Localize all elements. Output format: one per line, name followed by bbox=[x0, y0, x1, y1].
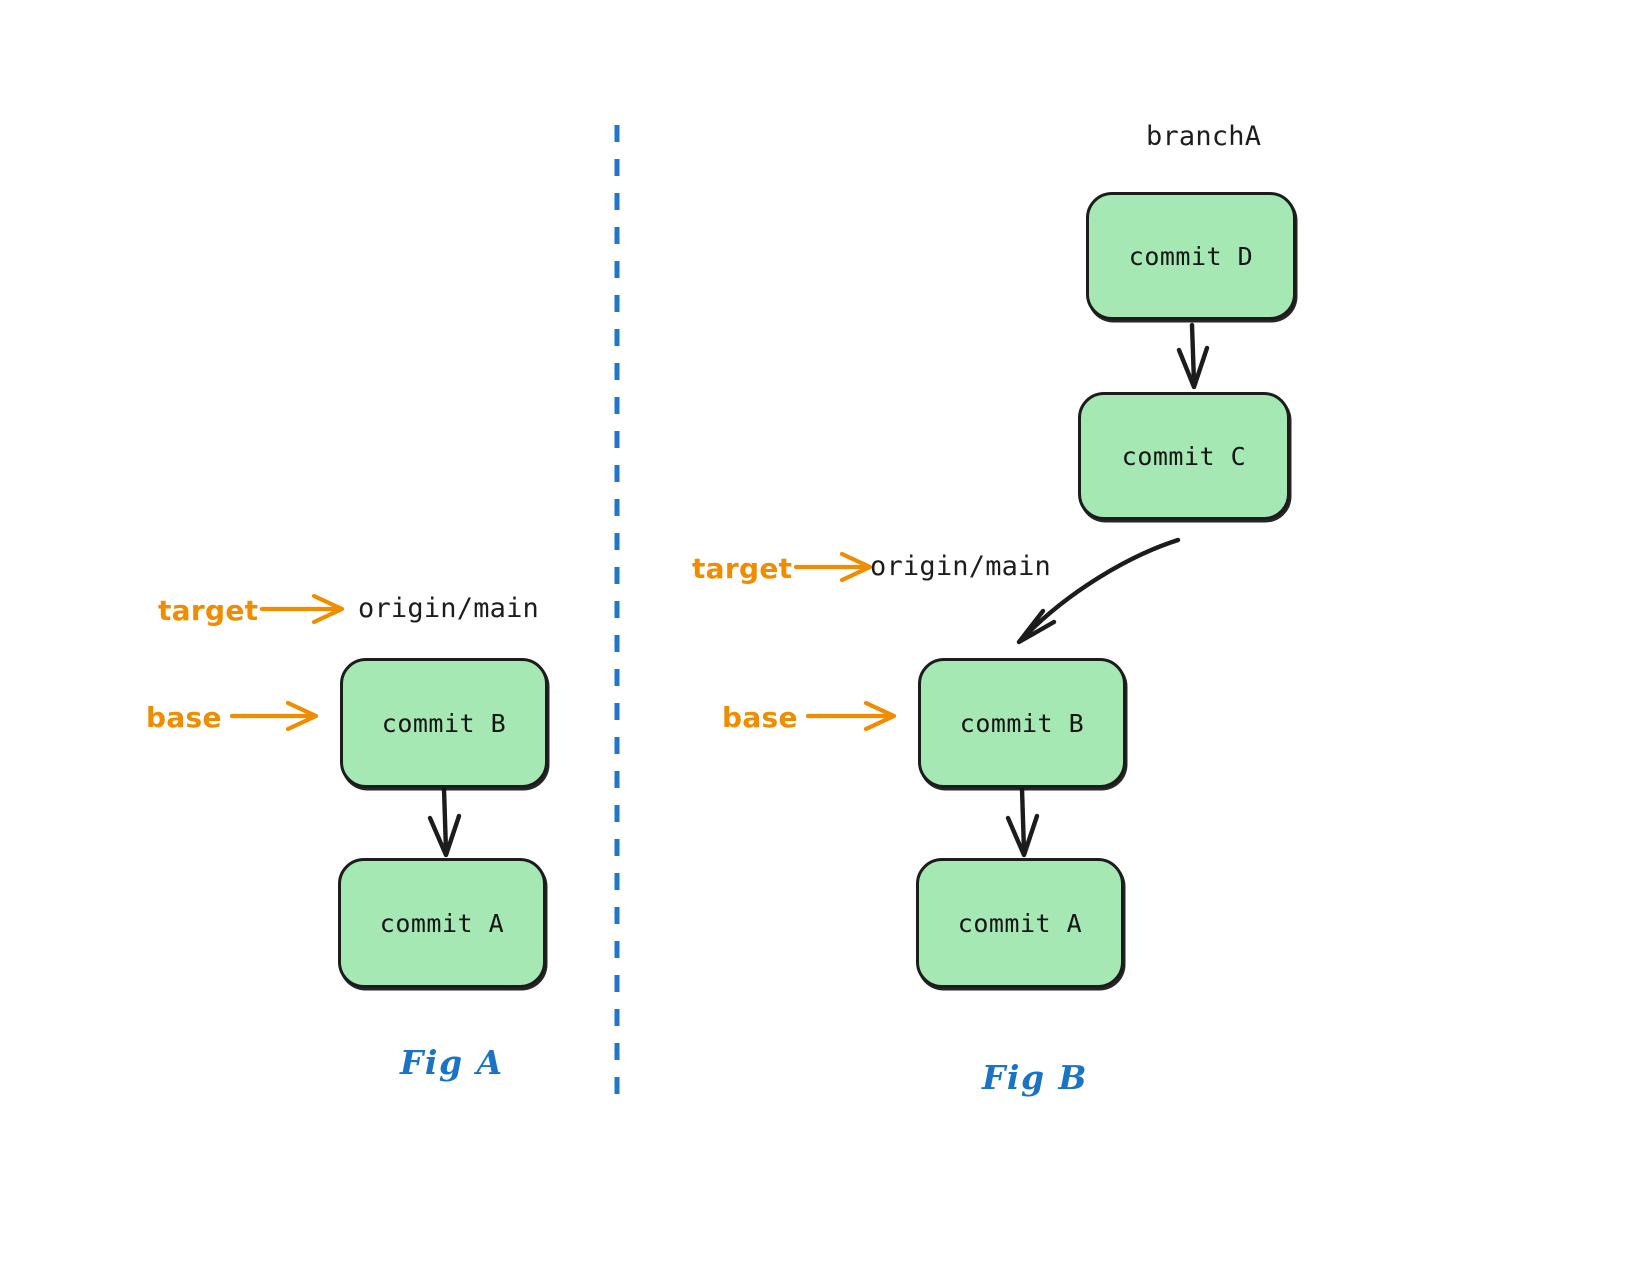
figa-commit-node-a[interactable]: commit A bbox=[338, 858, 546, 988]
figb-edge-b-to-a bbox=[1005, 786, 1040, 858]
figb-edge-d-to-c bbox=[1176, 322, 1210, 390]
figa-caption: Fig A bbox=[400, 1043, 504, 1082]
figb-base-arrow-icon bbox=[805, 700, 897, 732]
figb-ref-origin-main: origin/main bbox=[870, 551, 1052, 582]
figb-annotation-target: target bbox=[692, 552, 793, 585]
figb-annotation-base: base bbox=[722, 701, 798, 734]
figb-caption: Fig B bbox=[982, 1058, 1088, 1097]
figb-ref-brancha: branchA bbox=[1146, 121, 1262, 152]
figa-ref-origin-main: origin/main bbox=[358, 593, 540, 624]
figb-commit-node-c[interactable]: commit C bbox=[1078, 392, 1290, 520]
figa-base-arrow-icon bbox=[229, 700, 319, 732]
figb-commit-node-b[interactable]: commit B bbox=[918, 658, 1126, 788]
figa-commit-node-b[interactable]: commit B bbox=[340, 658, 548, 788]
figa-annotation-target: target bbox=[158, 594, 259, 627]
figb-target-arrow-icon bbox=[793, 551, 873, 583]
figa-target-arrow-icon bbox=[259, 593, 345, 625]
figb-commit-node-d[interactable]: commit D bbox=[1086, 192, 1296, 320]
figb-commit-node-a[interactable]: commit A bbox=[916, 858, 1124, 988]
figa-annotation-base: base bbox=[146, 701, 222, 734]
figa-edge-b-to-a bbox=[427, 786, 462, 858]
